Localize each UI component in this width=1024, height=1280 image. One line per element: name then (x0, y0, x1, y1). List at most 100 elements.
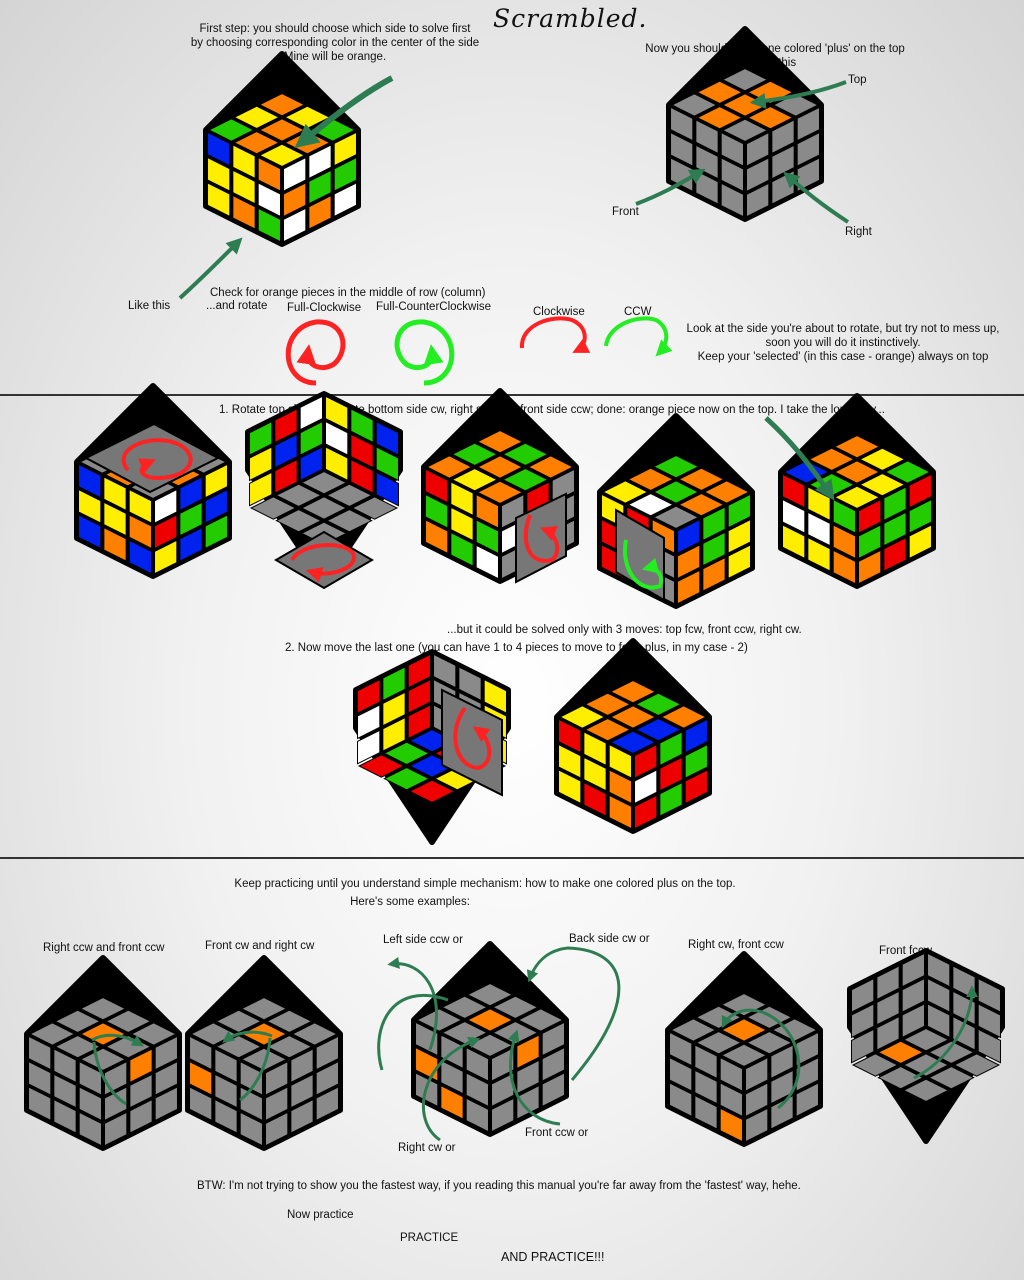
cube-sticker (876, 1015, 900, 1051)
cube-sticker (884, 460, 931, 484)
cube-sticker (189, 1061, 213, 1096)
move-arrow (421, 1036, 481, 1142)
cube-sticker (953, 1053, 1001, 1077)
cube-sticker (275, 508, 323, 533)
cube-sticker (684, 718, 708, 754)
cube-sticker (357, 729, 381, 765)
cube-sticker (467, 1008, 513, 1032)
cube-sticker (425, 519, 449, 554)
cube-sticker (558, 769, 582, 804)
cube-sticker (78, 1086, 102, 1121)
cube-sticker (703, 480, 750, 504)
cube-sticker (635, 692, 682, 716)
rotation-panel (83, 422, 221, 494)
cube-sticker (669, 1082, 693, 1117)
cube-sticker (325, 446, 349, 482)
cube-sticker (128, 514, 152, 549)
cube-sticker (325, 508, 373, 533)
ccw-icon (604, 316, 673, 357)
cube-sticker (627, 493, 674, 517)
practice-line-1: Keep practicing until you understand sim… (234, 878, 736, 890)
cube-sticker (927, 1003, 951, 1039)
cube-sticker (608, 744, 632, 779)
cube-sticker (382, 691, 406, 727)
cube-sticker (189, 1086, 213, 1121)
practice-text: PRACTICE (400, 1232, 459, 1244)
cube-sticker (259, 93, 305, 117)
cube-sticker (290, 1073, 314, 1109)
cube-sticker (746, 182, 770, 218)
full-clockwise-icon (285, 319, 346, 386)
cube-sticker (350, 458, 374, 494)
cube-sticker (901, 952, 925, 988)
cube-sticker (977, 1028, 1001, 1064)
cube-sticker (684, 744, 708, 779)
cube-sticker (516, 1085, 540, 1120)
cube-sticker (416, 1008, 463, 1032)
cube-sticker (851, 977, 875, 1013)
cube-sticker (902, 1027, 950, 1052)
cube-sticker (458, 666, 482, 702)
cube-sticker (204, 489, 228, 524)
cube-sticker (558, 744, 582, 779)
cube-sticker (129, 1099, 153, 1134)
cube-sticker (308, 169, 332, 205)
cube-sticker (610, 680, 656, 704)
cube-sticker (851, 1003, 875, 1039)
cube-sticker (104, 1111, 128, 1147)
cube-sticker (266, 1009, 313, 1033)
cube-sticker (696, 106, 743, 130)
cube-sticker (179, 501, 203, 537)
cube-sticker (635, 718, 682, 742)
cube-sticker (204, 514, 228, 549)
cube-sticker (214, 1099, 238, 1134)
cube-sticker (239, 1111, 263, 1147)
example-2-label: Front cw and right cw (205, 940, 315, 952)
first-step-text: First step: you should choose which side… (150, 22, 520, 64)
move-arrow (913, 985, 978, 1080)
cube-sticker (584, 718, 631, 742)
cube-sticker (207, 182, 231, 217)
cube-sticker (502, 468, 549, 492)
cube-sticker (659, 731, 683, 766)
cube-sticker (383, 766, 431, 791)
section-divider-1 (0, 394, 1024, 396)
cube-sticker (128, 489, 152, 524)
cube-sticker (858, 549, 882, 585)
and-practice-text: AND PRACTICE!!! (501, 1250, 605, 1264)
cube-sticker (451, 442, 498, 466)
cube-sticker (407, 653, 431, 689)
full-counterclockwise-icon (394, 319, 455, 386)
red-rotation-arrow (121, 438, 193, 481)
cube-sticker (527, 455, 574, 479)
cube-sticker (475, 519, 499, 554)
example-3-left-label: Left side ccw or (383, 934, 463, 946)
cube-sticker (719, 1107, 743, 1143)
label-top: Top (848, 74, 867, 86)
cube-sticker (333, 131, 357, 167)
cube-sticker (771, 119, 795, 154)
cube-sticker (694, 1044, 718, 1079)
step1-text: 1. Rotate top side fcw, rotate bottom si… (219, 404, 885, 416)
cube-sticker (154, 514, 178, 549)
cube-sticker (722, 68, 768, 92)
cube-sticker (299, 446, 323, 482)
cube-sticker (291, 1022, 338, 1046)
cube-sticker (274, 408, 298, 444)
cube-sticker (696, 80, 743, 104)
cube-sticker (695, 1031, 742, 1055)
cube-sticker (677, 544, 701, 579)
cube-sticker (315, 1086, 339, 1121)
cube-sticker (407, 704, 431, 740)
cube-sticker (610, 705, 656, 729)
cube-sticker (241, 997, 287, 1021)
example-3-right-label: Right cw or (398, 1142, 456, 1154)
cube-sticker (583, 782, 607, 817)
cube-sticker (214, 1048, 238, 1083)
cube-sticker (851, 1028, 875, 1064)
cube-sticker (475, 494, 499, 529)
first-step-line-2: by choosing corresponding color in the c… (190, 37, 480, 49)
cube-sticker (325, 483, 373, 508)
cube-sticker (684, 769, 708, 804)
cube-sticker (204, 463, 228, 499)
